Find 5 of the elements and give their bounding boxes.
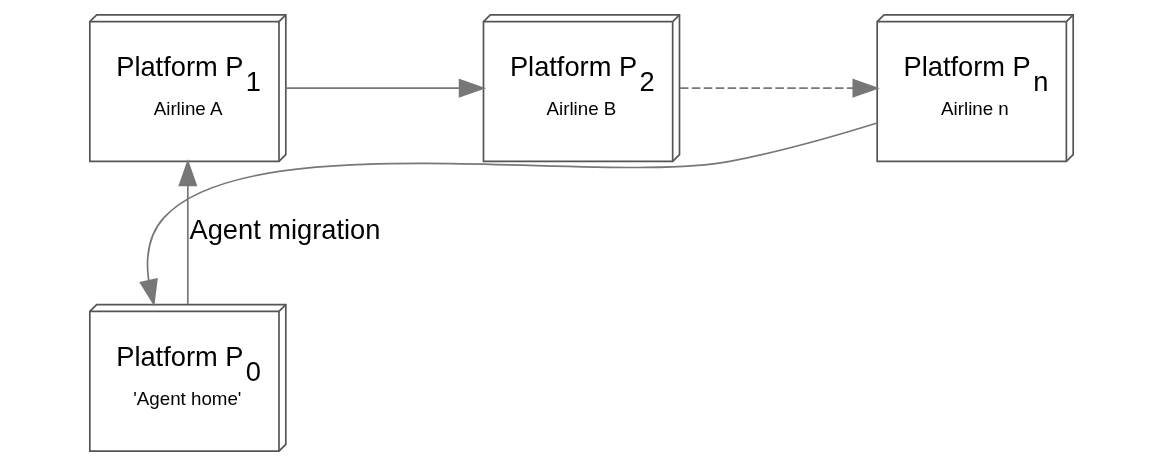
arrow	[139, 122, 878, 307]
arrow	[679, 78, 880, 98]
arrow	[178, 159, 198, 305]
edge-label: Agent migration	[189, 214, 381, 246]
arrow	[285, 78, 487, 98]
